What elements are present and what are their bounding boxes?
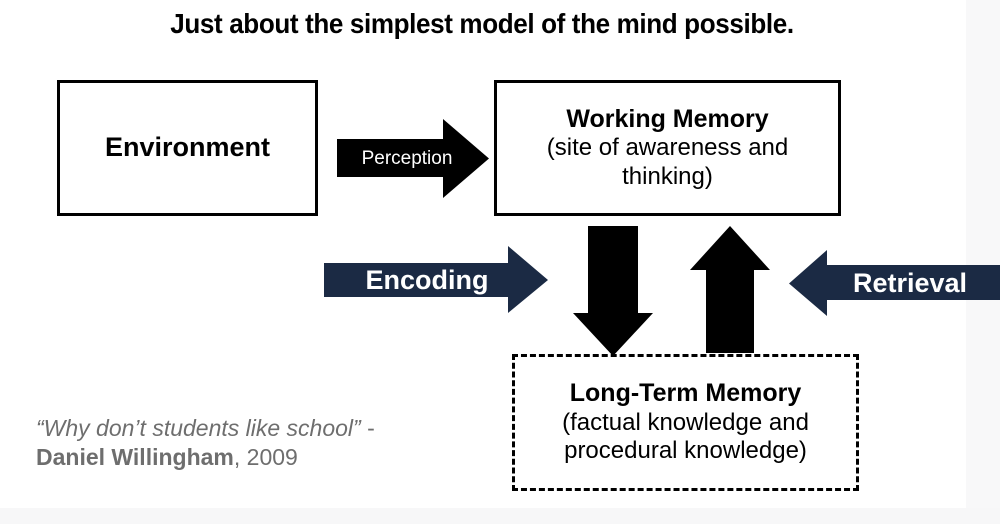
working-memory-box-title: Working Memory [566, 104, 769, 133]
slide-title: Just about the simplest model of the min… [170, 8, 794, 39]
retrieval-arrow [789, 250, 1000, 317]
citation-author: Daniel Willingham [36, 444, 234, 471]
encoding-arrow [324, 246, 549, 314]
citation: “Why don’t students like school” - Danie… [36, 414, 406, 473]
environment-box-title: Environment [104, 132, 271, 163]
working-memory-box-subtitle: (site of awareness and thinking) [547, 134, 788, 191]
long-term-memory-box-title: Long-Term Memory [569, 379, 802, 408]
environment-box: Environment [57, 80, 318, 216]
long-term-memory-subtitle-line-2: procedural knowledge) [564, 437, 807, 465]
citation-book-title: “Why don’t students like school” [36, 415, 361, 441]
working-memory-box: Working Memory (site of awareness and th… [494, 80, 841, 216]
encoding-down-arrow-shape [573, 226, 653, 356]
long-term-memory-box-subtitle: (factual knowledge and procedural knowle… [562, 409, 809, 466]
encoding-arrow-shape [324, 246, 548, 313]
long-term-memory-subtitle-line-1: (factual knowledge and [562, 408, 809, 436]
bottom-edge-gutter [0, 508, 1000, 524]
working-memory-subtitle-line-1: (site of awareness and [546, 134, 789, 162]
encoding-down-arrow [573, 226, 653, 357]
right-edge-gutter [966, 0, 1000, 524]
long-term-memory-box: Long-Term Memory (factual knowledge and … [512, 354, 859, 491]
citation-year: , 2009 [233, 444, 298, 471]
working-memory-subtitle-line-2: thinking) [622, 162, 713, 190]
citation-separator: - [360, 415, 375, 441]
retrieval-arrow-shape [789, 250, 1000, 316]
perception-arrow-shape [337, 119, 489, 198]
retrieval-up-arrow-shape [690, 226, 770, 353]
perception-arrow [337, 117, 491, 200]
retrieval-up-arrow [690, 226, 770, 354]
